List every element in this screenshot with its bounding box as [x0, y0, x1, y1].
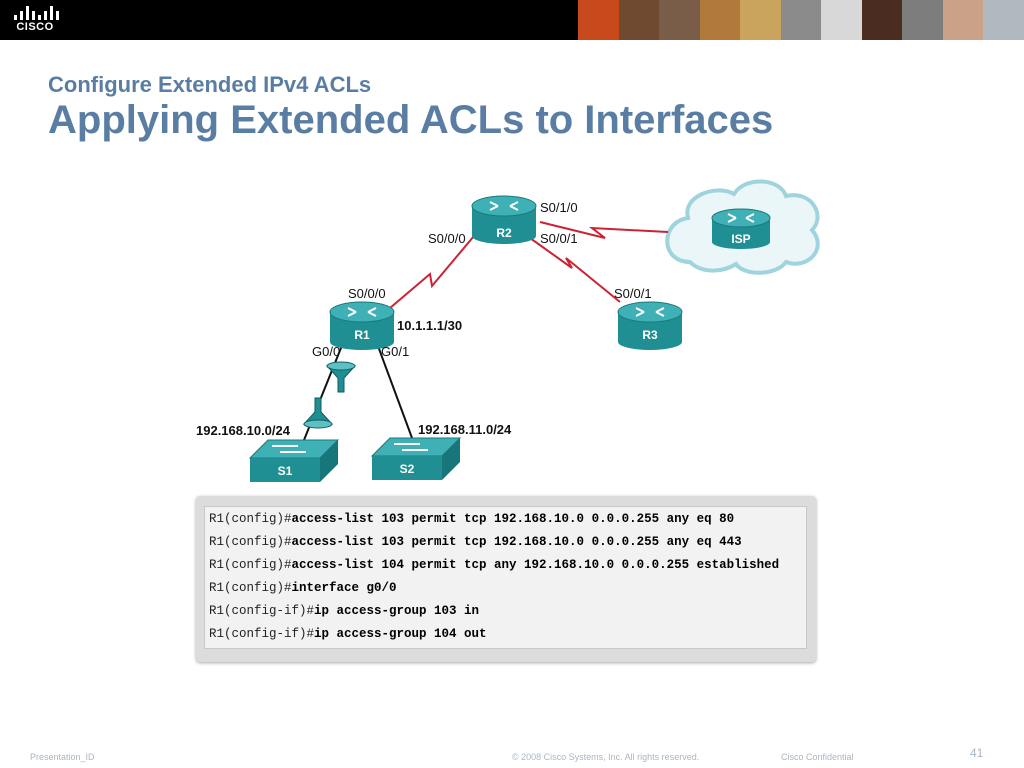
- acl-filter-icon: [302, 397, 334, 429]
- cisco-bars-icon: [14, 6, 59, 20]
- cli-line: R1(config)#access-list 103 permit tcp 19…: [209, 512, 734, 526]
- r2-isp-serial-link: [539, 221, 669, 239]
- banner-photo-tile: [618, 0, 660, 40]
- banner-photo-tile: [942, 0, 984, 40]
- r2-s001-label: S0/0/1: [540, 231, 578, 246]
- r1-s2-ethernet-link: [374, 337, 416, 447]
- top-banner: CISCO: [0, 0, 1024, 40]
- lan1-network-label: 192.168.10.0/24: [196, 423, 290, 438]
- banner-photo-tile: [780, 0, 822, 40]
- cli-command-box: R1(config)#access-list 103 permit tcp 19…: [196, 496, 816, 662]
- cli-command: access-list 103 permit tcp 192.168.10.0 …: [291, 535, 742, 549]
- lan2-network-label: 192.168.11.0/24: [418, 422, 512, 437]
- banner-photo-tile: [699, 0, 741, 40]
- banner-photo-tile: [902, 0, 943, 40]
- switch-s2-label: S2: [399, 462, 415, 476]
- cisco-logo-text: CISCO: [16, 21, 54, 33]
- banner-photo-tile: [578, 0, 619, 40]
- cli-command-panel: R1(config)#access-list 103 permit tcp 19…: [204, 506, 807, 649]
- banner-photo-tile: [983, 0, 1024, 40]
- cli-command: interface g0/0: [291, 581, 397, 595]
- cli-prompt: R1(config)#: [209, 558, 292, 572]
- router-r2-label: R2: [496, 226, 512, 240]
- footer-presentation-id: Presentation_ID: [30, 752, 95, 762]
- router-r1-icon: [329, 301, 395, 350]
- switch-s1-label: S1: [277, 464, 293, 478]
- r1-s000-label: S0/0/0: [348, 286, 386, 301]
- cli-prompt: R1(config-if)#: [209, 604, 315, 618]
- cli-line: R1(config-if)#ip access-group 103 in: [209, 604, 479, 618]
- r2-s010-label: S0/1/0: [540, 200, 578, 215]
- slide-title: Applying Extended ACLs to Interfaces: [48, 98, 774, 142]
- cli-command: ip access-group 103 in: [314, 604, 480, 618]
- router-r1-label: R1: [354, 328, 370, 342]
- r2-r3-serial-link: [529, 237, 621, 303]
- footer-copyright: © 2008 Cisco Systems, Inc. All rights re…: [512, 752, 700, 762]
- cli-prompt: R1(config)#: [209, 512, 292, 526]
- cli-line: R1(config)#interface g0/0: [209, 581, 397, 595]
- cli-line: R1(config-if)#ip access-group 104 out: [209, 627, 487, 641]
- footer-confidential: Cisco Confidential: [781, 752, 854, 762]
- banner-photo-tile: [821, 0, 862, 40]
- switch-s2-icon: [370, 437, 462, 480]
- router-isp-icon: [711, 208, 771, 249]
- cli-prompt: R1(config)#: [209, 535, 292, 549]
- r1-g00-label: G0/0: [312, 344, 341, 359]
- r1-r2-serial-link: [389, 235, 475, 309]
- cli-prompt: R1(config-if)#: [209, 627, 315, 641]
- acl-filter-icon: [325, 361, 357, 393]
- banner-photo-tile: [740, 0, 781, 40]
- cli-line: R1(config)#access-list 104 permit tcp an…: [209, 558, 779, 572]
- banner-photo-strip: [578, 0, 1024, 40]
- r2-s000-label: S0/0/0: [428, 231, 466, 246]
- switch-s1-icon: [248, 439, 340, 482]
- cli-command: ip access-group 104 out: [314, 627, 487, 641]
- banner-photo-tile: [659, 0, 700, 40]
- router-r2-icon: [471, 195, 537, 244]
- cli-line: R1(config)#access-list 103 permit tcp 19…: [209, 535, 742, 549]
- router-r3-icon: [617, 301, 683, 350]
- slide-subtitle: Configure Extended IPv4 ACLs: [48, 72, 372, 97]
- r1-g01-label: G0/1: [381, 344, 410, 359]
- r1-s1-ethernet-link: [299, 337, 346, 451]
- banner-photo-tile: [861, 0, 903, 40]
- r3-s001-label: S0/0/1: [614, 286, 652, 301]
- cisco-logo: CISCO: [12, 6, 60, 36]
- router-isp-label: ISP: [731, 232, 751, 246]
- cli-command: access-list 103 permit tcp 192.168.10.0 …: [291, 512, 735, 526]
- cli-command: access-list 104 permit tcp any 192.168.1…: [291, 558, 780, 572]
- page-number: 41: [970, 746, 984, 760]
- cli-prompt: R1(config)#: [209, 581, 292, 595]
- r1-ip-address-label: 10.1.1.1/30: [397, 318, 463, 333]
- router-r3-label: R3: [642, 328, 658, 342]
